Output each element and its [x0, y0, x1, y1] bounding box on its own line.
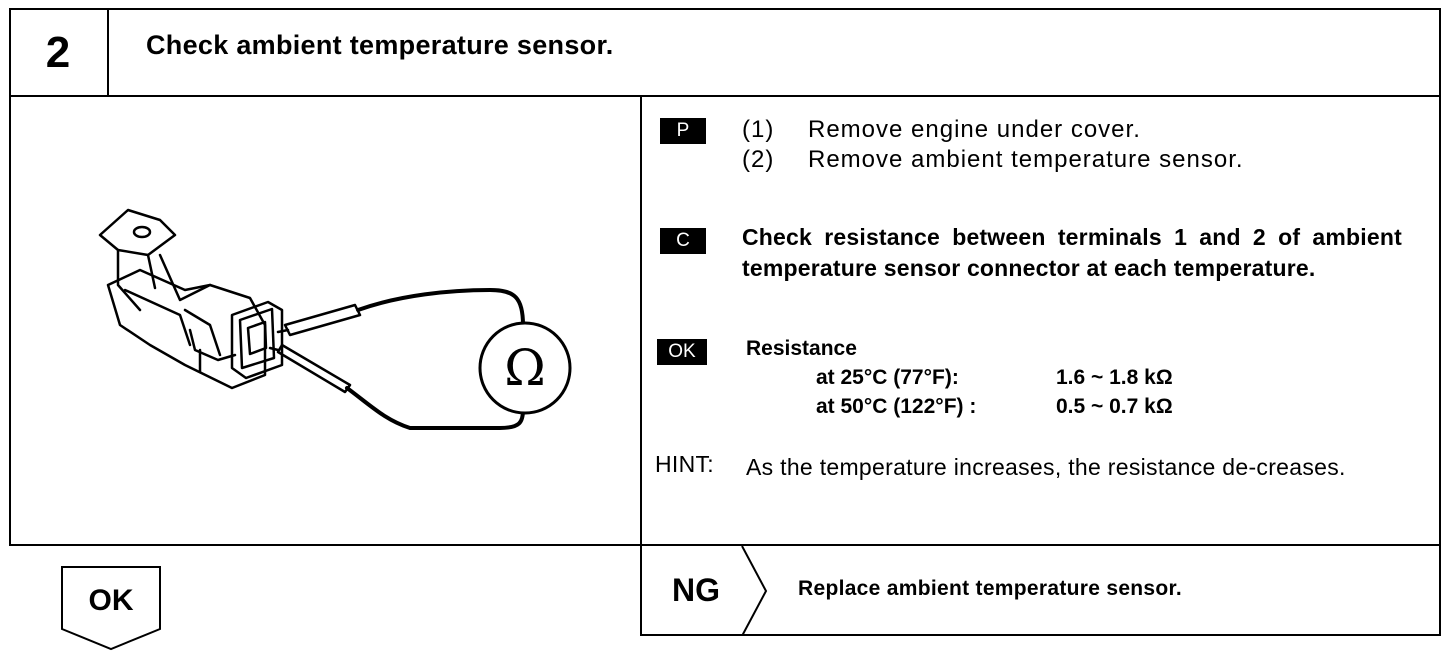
sensor-ohmmeter-illustration: Ω [98, 208, 572, 430]
column-divider [640, 96, 642, 636]
spec-1-value: 1.6 ~ 1.8 kΩ [1056, 366, 1173, 389]
chevron-right-icon [741, 546, 768, 636]
spec-2-condition: at 50°C (122°F) : [816, 395, 977, 418]
step-2-number: (2) [742, 146, 775, 173]
step-1-number: (1) [742, 116, 775, 143]
resistance-label: Resistance [746, 337, 857, 360]
ng-action-text: Replace ambient temperature sensor. [798, 577, 1182, 600]
ok-down-arrow-icon [61, 566, 161, 651]
step-number: 2 [9, 8, 109, 97]
hint-text: As the temperature increases, the resist… [746, 454, 1346, 480]
ng-result-box [640, 546, 1441, 636]
prep-badge: P [660, 118, 706, 144]
procedure-box [9, 96, 1441, 546]
step-header [9, 8, 1441, 97]
ng-label: NG [672, 572, 720, 608]
check-instruction: Check resistance between terminals 1 and… [742, 224, 1402, 281]
hint-label: HINT: [655, 451, 714, 477]
spec-1-condition: at 25°C (77°F): [816, 366, 959, 389]
step-2-text: Remove ambient temperature sensor. [808, 146, 1244, 173]
ohm-symbol: Ω [504, 339, 545, 397]
step-1-text: Remove engine under cover. [808, 116, 1141, 143]
ok-badge: OK [657, 339, 707, 365]
check-badge: C [660, 228, 706, 254]
ok-label: OK [88, 584, 134, 617]
spec-2-value: 0.5 ~ 0.7 kΩ [1056, 395, 1173, 418]
step-title: Check ambient temperature sensor. [146, 30, 614, 60]
